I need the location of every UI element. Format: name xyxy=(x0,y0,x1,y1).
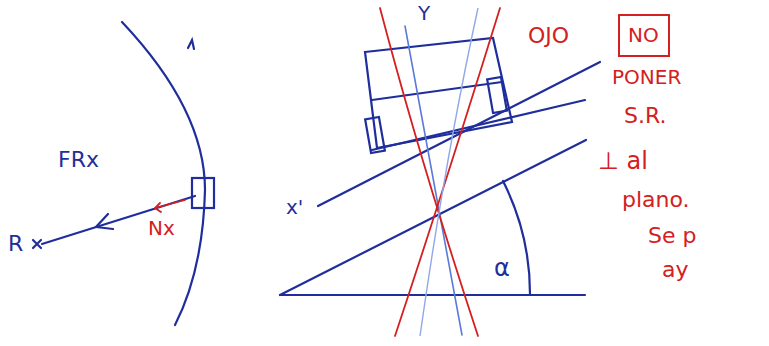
wheel xyxy=(487,77,507,113)
sketch-label: Nx xyxy=(148,217,175,239)
sketch-label: Y xyxy=(418,2,430,24)
pale-line xyxy=(420,8,478,336)
ground-line xyxy=(280,294,585,296)
normal-arrow xyxy=(155,200,185,212)
centre-mark xyxy=(33,240,41,248)
sketch-label: OJO xyxy=(528,24,569,48)
car-line xyxy=(372,82,502,100)
red-axis xyxy=(380,8,478,336)
sketch-label: ⊥ al xyxy=(598,148,648,174)
sketch-label: PONER xyxy=(612,66,681,88)
sketch-label: R xyxy=(8,232,23,256)
note-text: NO xyxy=(628,24,660,46)
small-block xyxy=(192,178,214,208)
red-axis xyxy=(395,8,500,336)
sketch-label: ay xyxy=(662,258,689,282)
force-arrowhead xyxy=(96,214,113,229)
sketch-label: x' xyxy=(286,196,303,218)
radial-force xyxy=(42,196,195,244)
sketch-label: S.R. xyxy=(624,104,666,128)
car-body xyxy=(365,38,512,148)
x-axis xyxy=(318,62,600,206)
boxed-note: NO xyxy=(618,14,670,57)
arc-arrow xyxy=(188,40,194,49)
y-axis xyxy=(405,26,462,335)
sketch-label: α xyxy=(494,255,510,281)
sketch-label: plano. xyxy=(622,188,690,212)
sketch-label: FRx xyxy=(58,148,99,172)
circular-path xyxy=(122,22,205,325)
sketch-label: Se p xyxy=(648,224,696,248)
